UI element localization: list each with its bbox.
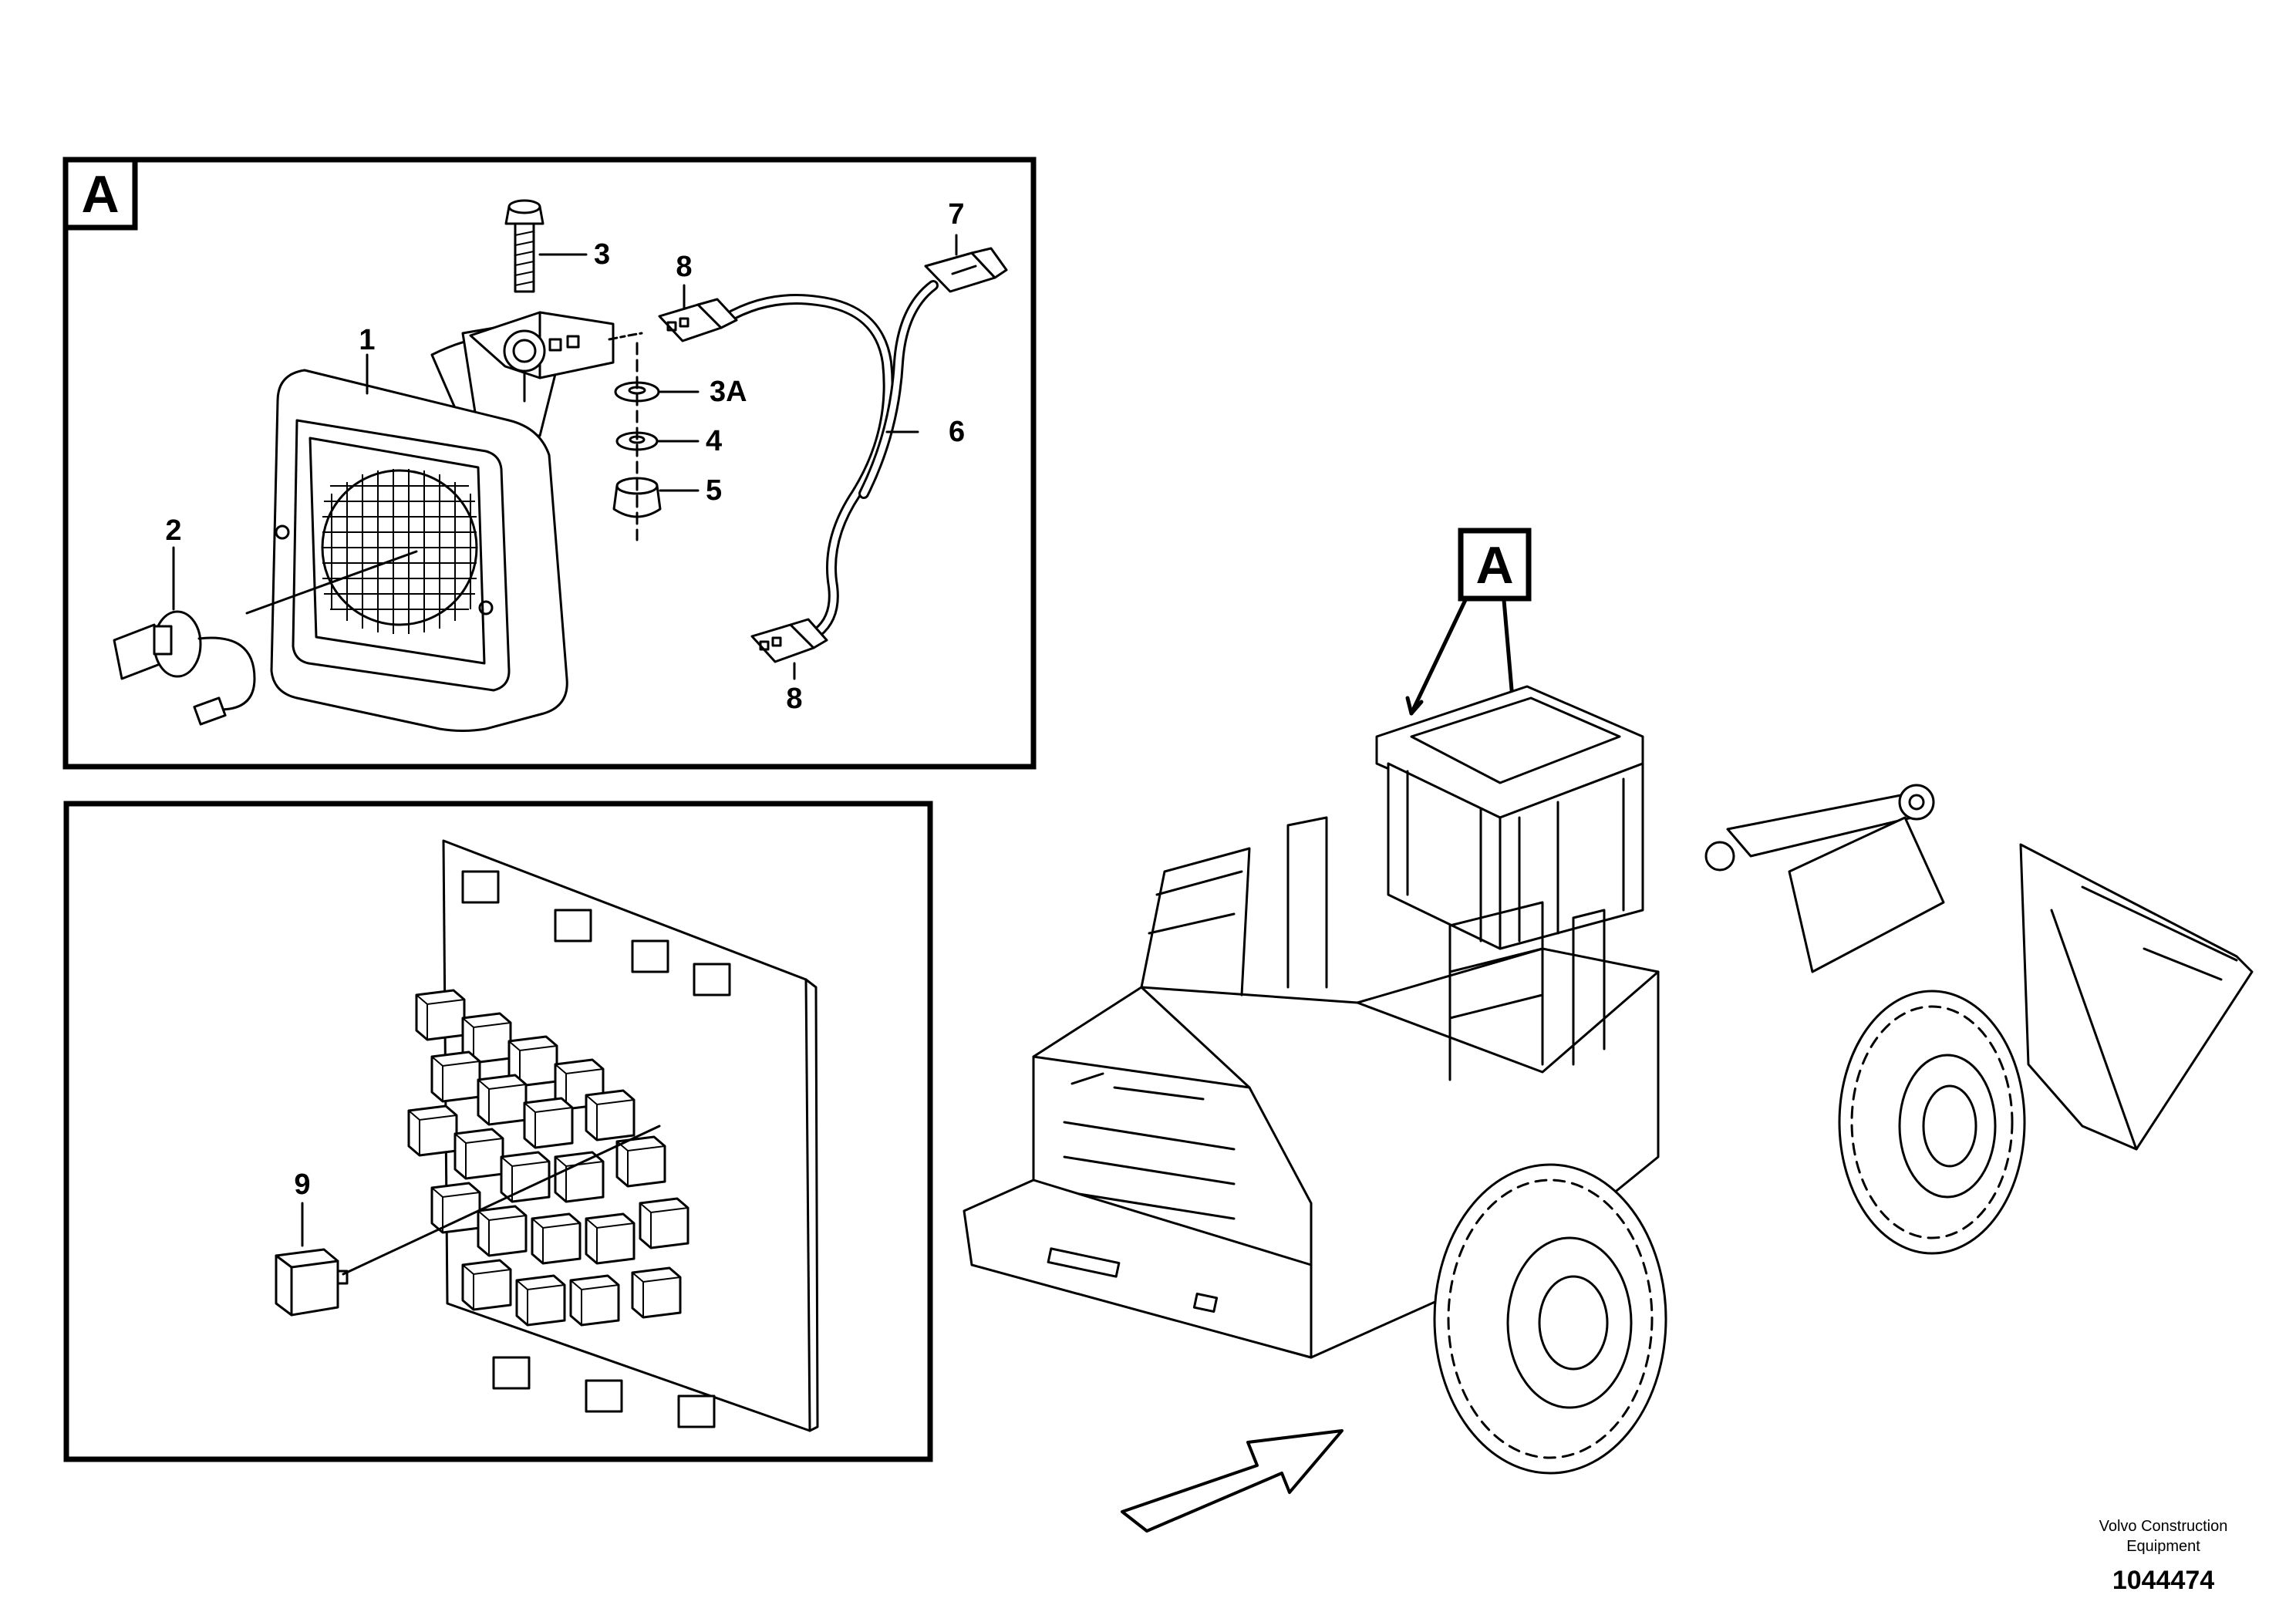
callout-8-upper: 8 (676, 251, 692, 283)
work-light-grille (321, 469, 478, 634)
relay-block (585, 1089, 636, 1141)
callout-6: 6 (949, 416, 965, 448)
wiring-harness (658, 234, 1008, 680)
washers-and-nut (612, 342, 700, 541)
relay-edge (570, 1280, 619, 1325)
rear-right-wheel (1838, 990, 2026, 1255)
detail-a-label-box (62, 157, 138, 231)
relay-edge (632, 1272, 681, 1317)
relay-block (531, 1212, 582, 1265)
footer-block: Volvo Construction Equipment 1044474 (2099, 1518, 2228, 1595)
front-bumper (963, 1179, 1313, 1359)
fuse-holder (585, 1379, 623, 1413)
relay-block (500, 1151, 551, 1203)
relay-panel-frame (63, 801, 933, 1462)
relay-edge (416, 994, 465, 1040)
relay-edge (431, 1056, 480, 1101)
relay-edge (462, 1264, 511, 1310)
bulb-part (113, 546, 418, 726)
detail-a-label: A (81, 165, 119, 224)
callout-2: 2 (165, 514, 181, 547)
detail-a-frame (62, 157, 1037, 770)
lift-arm (1704, 784, 1945, 973)
relay-block (415, 989, 466, 1041)
relay-block (461, 1259, 512, 1311)
relay-block (569, 1274, 620, 1327)
fuse-holder (554, 909, 592, 943)
fuse-holder (492, 1356, 531, 1390)
relay-edge (524, 1102, 573, 1148)
relay-edge (477, 1210, 527, 1256)
relay-edge (477, 1079, 527, 1125)
detail-a-panel: A (62, 157, 1037, 770)
relay-edge (408, 1110, 457, 1155)
relay-edge (639, 1202, 689, 1248)
relay-block (523, 1097, 574, 1149)
callout-7: 7 (948, 198, 964, 231)
relay-edge (516, 1280, 565, 1325)
relay-block (430, 1182, 481, 1234)
fuse-holder (631, 939, 669, 973)
relay-block (639, 1197, 689, 1249)
relay-edge (555, 1156, 604, 1202)
callout-1: 1 (359, 324, 375, 356)
fuse-holder (677, 1394, 716, 1428)
loader-bucket (2019, 843, 2254, 1151)
relay-block (615, 1135, 666, 1188)
handrails (1140, 816, 1606, 1081)
callout-5: 5 (706, 474, 722, 507)
company-name-line2: Equipment (2126, 1538, 2200, 1555)
company-name-line1: Volvo Construction (2099, 1518, 2228, 1535)
relay-block (407, 1104, 458, 1157)
figure-number: 1044474 (2112, 1566, 2214, 1595)
relay-block (554, 1151, 605, 1203)
fuse-holder (693, 963, 731, 996)
relay-block (585, 1212, 636, 1265)
callout-9: 9 (294, 1168, 310, 1201)
machine-label-box (1458, 528, 1532, 602)
callout-3a: 3A (710, 376, 747, 408)
relay-panel-view: 9 (63, 801, 933, 1462)
callout-4: 4 (706, 425, 722, 457)
relay-edge (531, 1218, 581, 1263)
relay-block (631, 1266, 682, 1319)
relay-block (477, 1205, 528, 1257)
front-left-wheel (1433, 1163, 1667, 1475)
wheel-loader-view: A (963, 528, 2254, 1533)
operator-cab (1375, 685, 1644, 950)
relay-block (515, 1274, 566, 1327)
relay-edge (454, 1133, 504, 1179)
relay-edge (585, 1094, 635, 1140)
work-light-housing (270, 311, 643, 732)
connector-upper-left (658, 298, 738, 342)
callout-3: 3 (594, 238, 610, 271)
callout-8-lower: 8 (786, 683, 802, 715)
relay-part (275, 1248, 349, 1317)
relay-block (430, 1050, 481, 1103)
machine-label: A (1475, 536, 1513, 595)
view-direction-arrow (1121, 1429, 1344, 1533)
relay-block (453, 1128, 504, 1180)
connector-upper-right (924, 247, 1008, 293)
relay-edge (585, 1218, 635, 1263)
fuse-holder (461, 870, 500, 904)
connector-lower (750, 618, 828, 663)
bolt-part (504, 199, 588, 293)
relay-block (477, 1074, 528, 1126)
